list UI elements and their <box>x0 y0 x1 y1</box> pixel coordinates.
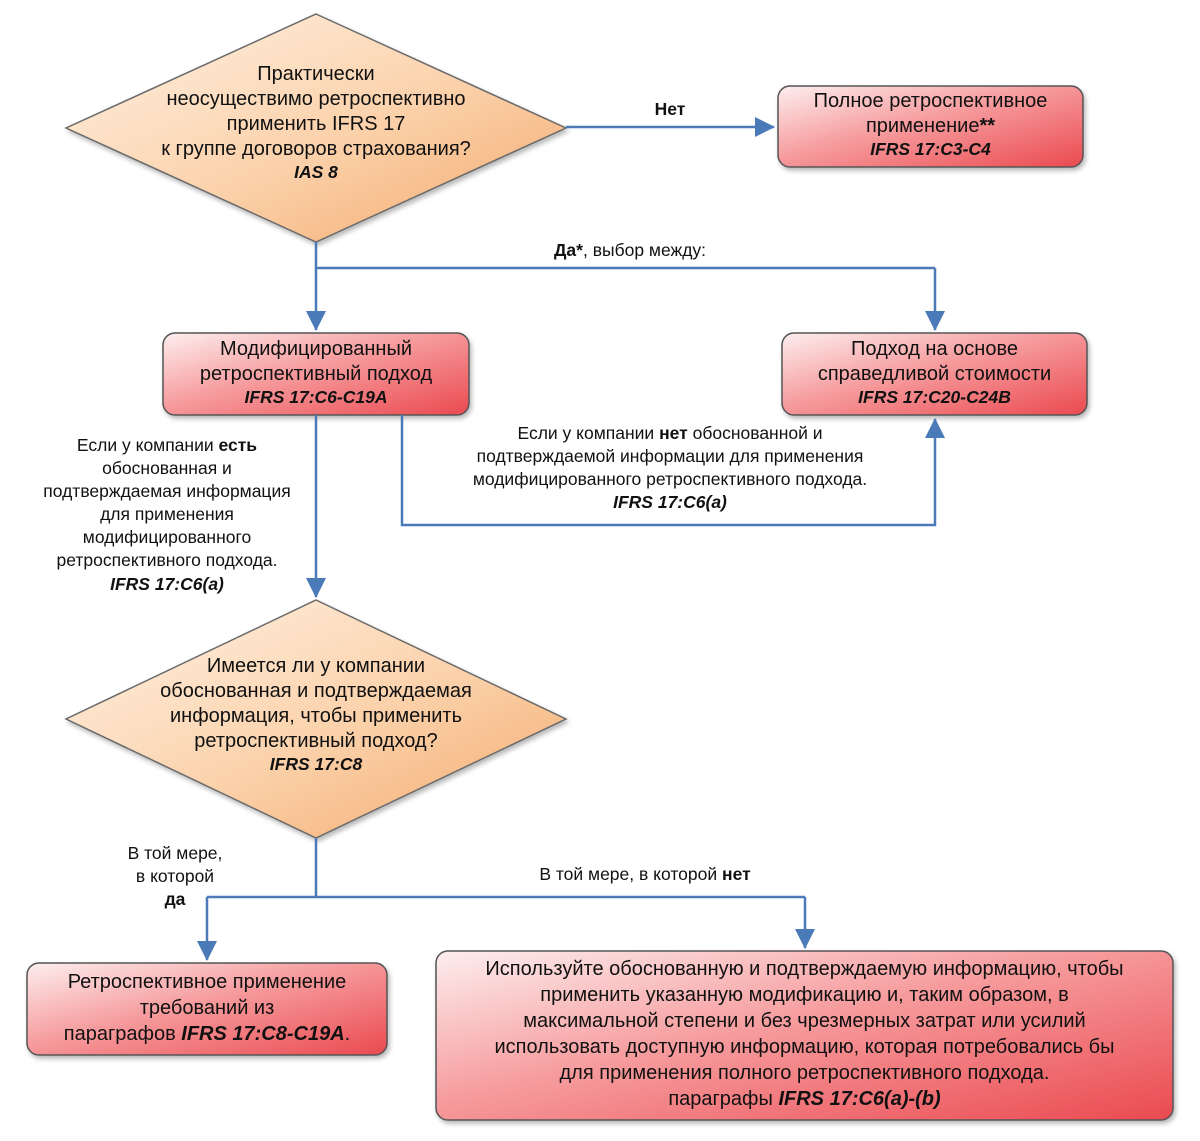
box-retro-line3-pre: параграфов <box>63 1023 182 1045</box>
label-extent-yes-bold: да <box>164 889 186 910</box>
box-modified-reference: IFRS 17:C6-C19A <box>244 387 388 407</box>
box-full-retrospective <box>777 85 1084 168</box>
box-fair-line: Подход на основе <box>851 338 1018 360</box>
note-has-line1-bold: есть <box>218 435 258 455</box>
box-full-reference: IFRS 17:C3-C4 <box>870 139 991 159</box>
box-full-stars: ** <box>979 115 996 137</box>
label-extent-no: В той мере, в которой нет <box>500 864 790 886</box>
label-extent-no-bold: нет <box>722 864 751 884</box>
note-has-line: для применения <box>100 504 234 525</box>
box-full-text: Полное ретроспективное применение** IFRS… <box>778 89 1083 161</box>
box-fair-text: Подход на основе справедливой стоимости … <box>782 337 1087 409</box>
decision1-line: неосуществимо ретроспективно <box>166 88 466 110</box>
box-use-reference: IFRS 17:C6(a)-(b) <box>778 1088 941 1110</box>
label-no: Нет <box>654 99 686 119</box>
label-yes-choice: Да*, выбор между: <box>500 240 760 262</box>
box-retro-reference: IFRS 17:C8-C19A <box>181 1023 345 1045</box>
box-full-line: применение** <box>778 114 1083 139</box>
box-use-text: Используйте обоснованную и подтверждаему… <box>436 956 1173 1112</box>
note-not-line1-pre: Если у компании <box>517 423 660 443</box>
note-not-line: подтверждаемой информации для применения <box>476 446 864 467</box>
label-yes-bold: Да* <box>553 240 583 260</box>
box-fair-reference: IFRS 17:C20-C24B <box>858 387 1011 407</box>
decision2-line: Имеется ли у компании <box>206 655 426 677</box>
decision1-line: применить IFRS 17 <box>226 113 406 135</box>
box-use-line: максимальной степени и без чрезмерных за… <box>523 1010 1086 1032</box>
box-retro-text: Ретроспективное применение требований из… <box>27 969 387 1047</box>
decision2-text: Имеется ли у компании обоснованная и под… <box>106 654 526 776</box>
box-retro-line: Ретроспективное применение <box>67 971 347 993</box>
label-extent-no-text: В той мере, в которой <box>539 864 723 884</box>
box-retrospective-requirements <box>26 962 388 1056</box>
decision2-line: обоснованная и подтверждаемая <box>160 680 472 702</box>
decision1-reference: IAS 8 <box>294 162 338 182</box>
decision2-line: информация, чтобы применить <box>169 705 463 727</box>
box-retro-line3-post: . <box>344 1023 351 1045</box>
note-has-line: обоснованная и <box>102 458 232 479</box>
decision2-line: ретроспективный подход? <box>194 730 438 752</box>
label-extent-yes-line: в которой <box>135 866 215 887</box>
arrow-modified-to-fair-value <box>400 415 945 527</box>
box-modified-line: Модифицированный <box>219 338 413 360</box>
note-has-line: модифицированного <box>82 527 252 548</box>
box-use-line: применить указанную модификацию и, таким… <box>540 984 1069 1006</box>
box-full-line2: применение <box>865 115 980 137</box>
note-not-line1-post: обоснованной и <box>687 423 823 443</box>
box-modified-line: ретроспективный подход <box>199 363 433 385</box>
box-retro-line: параграфов IFRS 17:C8-C19A. <box>27 1021 387 1047</box>
note-not-line1-bold: нет <box>659 423 688 443</box>
note-has-line: Если у компании есть <box>22 434 312 457</box>
note-has-line: ретроспективного подхода. <box>56 550 278 571</box>
label-extent-yes: В той мере, в которой да <box>100 842 250 911</box>
decision1-line: Практически <box>257 63 375 85</box>
decision1-line: к группе договоров страхования? <box>161 138 471 160</box>
note-has-information: Если у компании есть обоснованная и подт… <box>22 434 312 596</box>
note-no-information: Если у компании нет обоснованной и подтв… <box>420 422 920 514</box>
box-use-line: Используйте обоснованную и подтверждаему… <box>485 958 1124 980</box>
label-extent-yes-line: В той мере, <box>127 843 223 863</box>
label-yes-text: , выбор между: <box>582 240 707 260</box>
box-modified-text: Модифицированный ретроспективный подход … <box>163 337 469 409</box>
note-has-reference: IFRS 17:C6(a) <box>110 573 224 594</box>
note-has-line1-pre: Если у компании <box>76 435 219 455</box>
box-full-line: Полное ретроспективное <box>813 90 1048 112</box>
box-fair-value-approach <box>781 332 1088 416</box>
box-use-information <box>435 950 1174 1121</box>
note-has-line: подтверждаемая информация <box>43 481 291 502</box>
decision2-reference: IFRS 17:C8 <box>269 754 363 774</box>
note-not-line: модифицированного ретроспективного подхо… <box>472 469 868 490</box>
note-not-reference: IFRS 17:C6(a) <box>613 492 727 513</box>
box-use-line6-pre: параграфы <box>668 1088 779 1110</box>
box-fair-line: справедливой стоимости <box>817 363 1052 385</box>
box-retro-line: требований из <box>139 997 275 1019</box>
note-not-line: Если у компании нет обоснованной и <box>420 422 920 445</box>
box-use-line: параграфы IFRS 17:C6(a)-(b) <box>436 1086 1173 1112</box>
box-use-line: для применения полного ретроспективного … <box>559 1062 1050 1084</box>
box-use-line: использовать доступную информацию, котор… <box>494 1036 1115 1058</box>
decision1-text: Практически неосуществимо ретроспективно… <box>116 62 516 184</box>
